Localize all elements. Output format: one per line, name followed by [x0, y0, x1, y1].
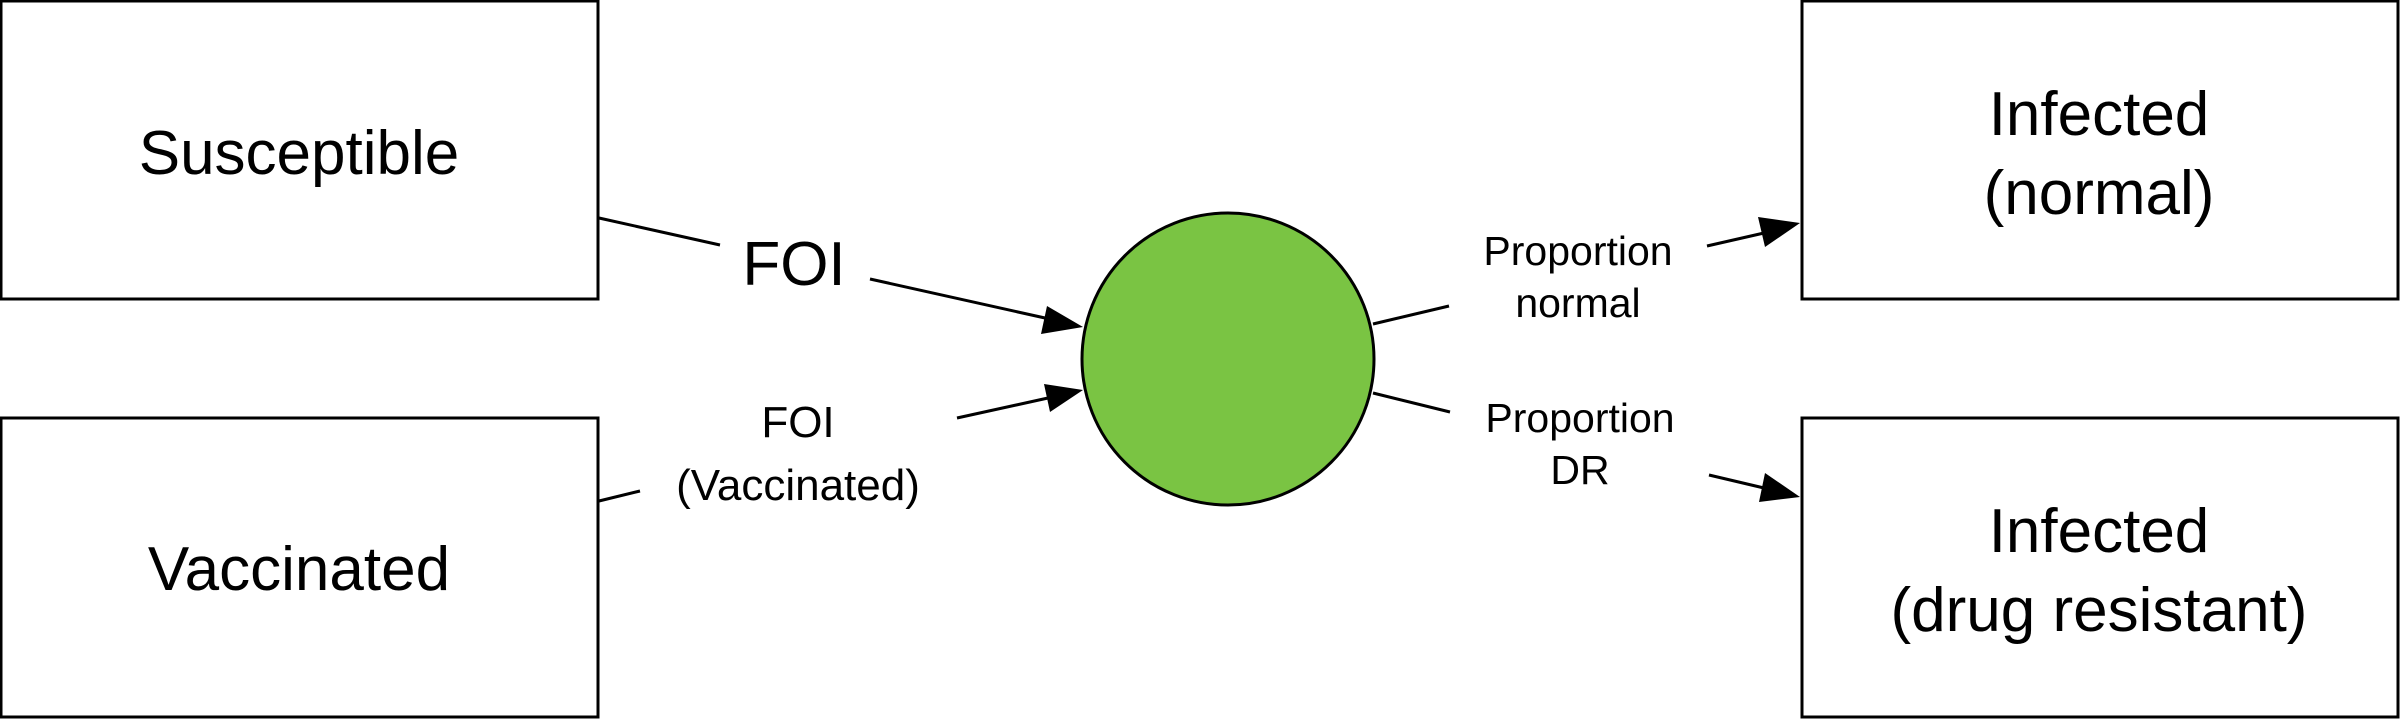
hub-circle	[1080, 211, 1376, 507]
edges	[598, 216, 1800, 503]
foi-vaccinated-label-line2: (Vaccinated)	[676, 461, 920, 510]
edge-vaccinated-segment	[598, 489, 641, 503]
arrow-foi-to-hub	[1041, 306, 1083, 334]
foi-label: FOI	[742, 230, 845, 299]
node-infected-drug-resistant: Infected (drug resistant)	[1800, 416, 2400, 719]
node-infected-normal: Infected (normal)	[1800, 0, 2400, 301]
node-susceptible: Susceptible	[0, 0, 600, 301]
proportion-dr-label-line2: DR	[1550, 447, 1609, 493]
arrow-to-infected-dr	[1759, 473, 1800, 502]
infected-normal-label-line2: (normal)	[1984, 159, 2215, 228]
edge-proportion-dr-segment	[1708, 473, 1765, 490]
edge-hub-dr-segment	[1372, 391, 1451, 414]
vaccinated-box	[0, 416, 600, 719]
infected-dr-label-line1: Infected	[1989, 497, 2210, 566]
infected-dr-box	[1800, 416, 2400, 719]
proportion-normal-label-line1: Proportion	[1483, 228, 1672, 274]
edge-foi-vaccinated-segment	[956, 396, 1049, 420]
foi-vaccinated-label-line1: FOI	[761, 398, 834, 447]
arrow-foi-vaccinated-to-hub	[1044, 384, 1083, 412]
infected-dr-label-line2: (drug resistant)	[1891, 576, 2308, 645]
node-vaccinated: Vaccinated	[0, 416, 600, 719]
infected-normal-label-line1: Infected	[1989, 80, 2210, 149]
proportion-dr-label-line1: Proportion	[1485, 395, 1674, 441]
susceptible-label: Susceptible	[139, 119, 460, 188]
arrow-to-infected-normal	[1758, 217, 1800, 247]
edge-susceptible-segment	[598, 216, 721, 247]
proportion-normal-label-line2: normal	[1515, 280, 1640, 326]
susceptible-box	[0, 0, 600, 301]
edge-proportion-normal-segment	[1706, 231, 1765, 248]
infected-normal-box	[1800, 0, 2400, 301]
edge-hub-normal-segment	[1372, 304, 1450, 326]
vaccinated-label: Vaccinated	[148, 535, 450, 604]
edge-foi-segment	[869, 277, 1046, 320]
